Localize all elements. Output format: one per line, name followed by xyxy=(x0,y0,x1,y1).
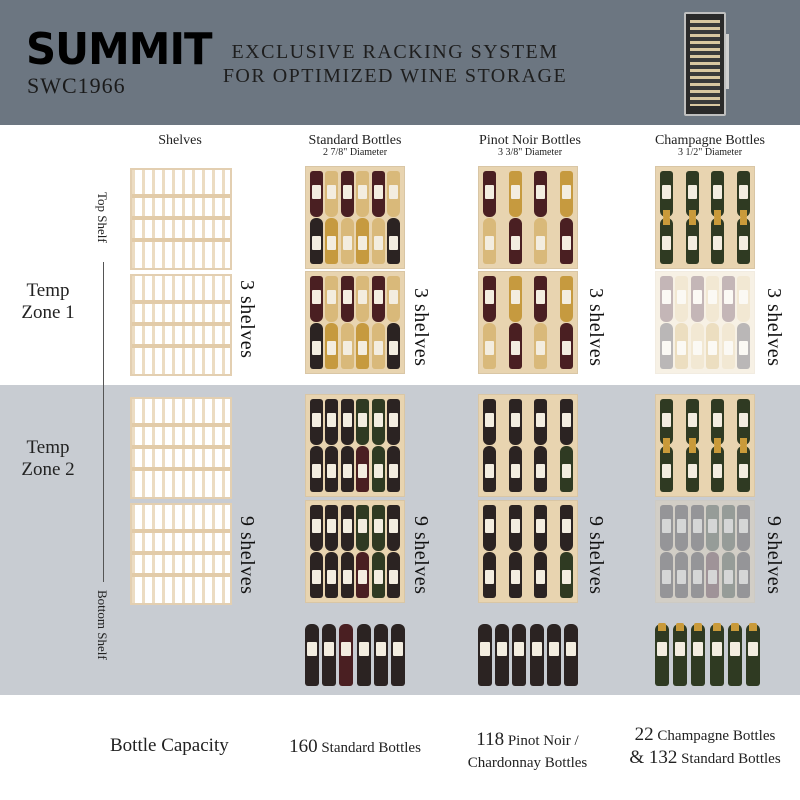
column-header-champagne: Champagne Bottles xyxy=(654,133,766,148)
zone-1-shelf-count: 3 shelves xyxy=(585,288,607,367)
zone-2-shelf-count: 9 shelves xyxy=(763,516,785,595)
shelf-axis-line xyxy=(103,262,104,582)
column-header-shelves: Shelves xyxy=(158,133,202,148)
zone-2-label: Temp Zone 2 xyxy=(21,437,75,480)
column-header-pinot: Pinot Noir Bottles xyxy=(479,133,581,148)
pinot-bottom-row xyxy=(478,624,578,689)
wine-fridge-icon xyxy=(684,12,729,116)
pinot-bottle-shelf xyxy=(478,500,578,603)
brand-logo: SUMMIT xyxy=(26,24,213,75)
pinot-bottle-shelf xyxy=(478,394,578,497)
top-shelf-label: Top Shelf xyxy=(95,192,110,243)
standard-bottle-shelf xyxy=(305,394,405,497)
pinot-bottle-shelf xyxy=(478,271,578,374)
model-number: SWC1966 xyxy=(27,73,126,98)
zone-2-shelf-count: 9 shelves xyxy=(236,516,258,595)
standard-bottom-row xyxy=(305,624,405,689)
zone-2-shelf-count: 9 shelves xyxy=(585,516,607,595)
champagne-capacity: 22 Champagne Bottles & 132 Standard Bott… xyxy=(629,724,781,768)
column-subheader-standard: 2 7/8" Diameter xyxy=(322,147,388,158)
standard-capacity: 160 Standard Bottles xyxy=(289,736,421,757)
shelf-rack xyxy=(130,397,232,499)
headline-line-2: FOR OPTIMIZED WINE STORAGE xyxy=(222,65,568,87)
header-banner: SUMMIT SWC1966 EXCLUSIVE RACKING SYSTEM … xyxy=(0,0,800,125)
shelf-rack xyxy=(130,503,232,605)
champagne-bottle-shelf-faded xyxy=(655,500,755,603)
standard-bottle-shelf xyxy=(305,166,405,269)
zone-1-shelf-count: 3 shelves xyxy=(763,288,785,367)
pinot-bottle-shelf xyxy=(478,166,578,269)
pinot-capacity: 118 Pinot Noir / Chardonnay Bottles xyxy=(467,729,588,771)
champagne-bottle-shelf xyxy=(655,166,755,269)
bottle-capacity-label: Bottle Capacity xyxy=(110,735,229,756)
shelf-rack xyxy=(130,274,232,376)
standard-bottle-shelf xyxy=(305,271,405,374)
standard-bottle-shelf xyxy=(305,500,405,603)
zone-1-label: Temp Zone 1 xyxy=(21,280,75,323)
shelf-rack xyxy=(130,168,232,270)
bottom-shelf-label: Bottom Shelf xyxy=(95,590,110,660)
column-subheader-champagne: 3 1/2" Diameter xyxy=(677,147,743,158)
champagne-bottom-row xyxy=(655,623,760,689)
capacity-footer xyxy=(0,695,800,800)
column-subheader-pinot: 3 3/8" Diameter xyxy=(497,147,563,158)
headline-line-1: EXCLUSIVE RACKING SYSTEM xyxy=(231,41,559,63)
zone-2-shelf-count: 9 shelves xyxy=(410,516,432,595)
zone-1-shelf-count: 3 shelves xyxy=(410,288,432,367)
champagne-bottle-shelf-faded xyxy=(655,271,755,374)
column-header-standard: Standard Bottles xyxy=(308,133,402,148)
champagne-bottle-shelf xyxy=(655,394,755,497)
zone-1-shelf-count: 3 shelves xyxy=(236,280,258,359)
